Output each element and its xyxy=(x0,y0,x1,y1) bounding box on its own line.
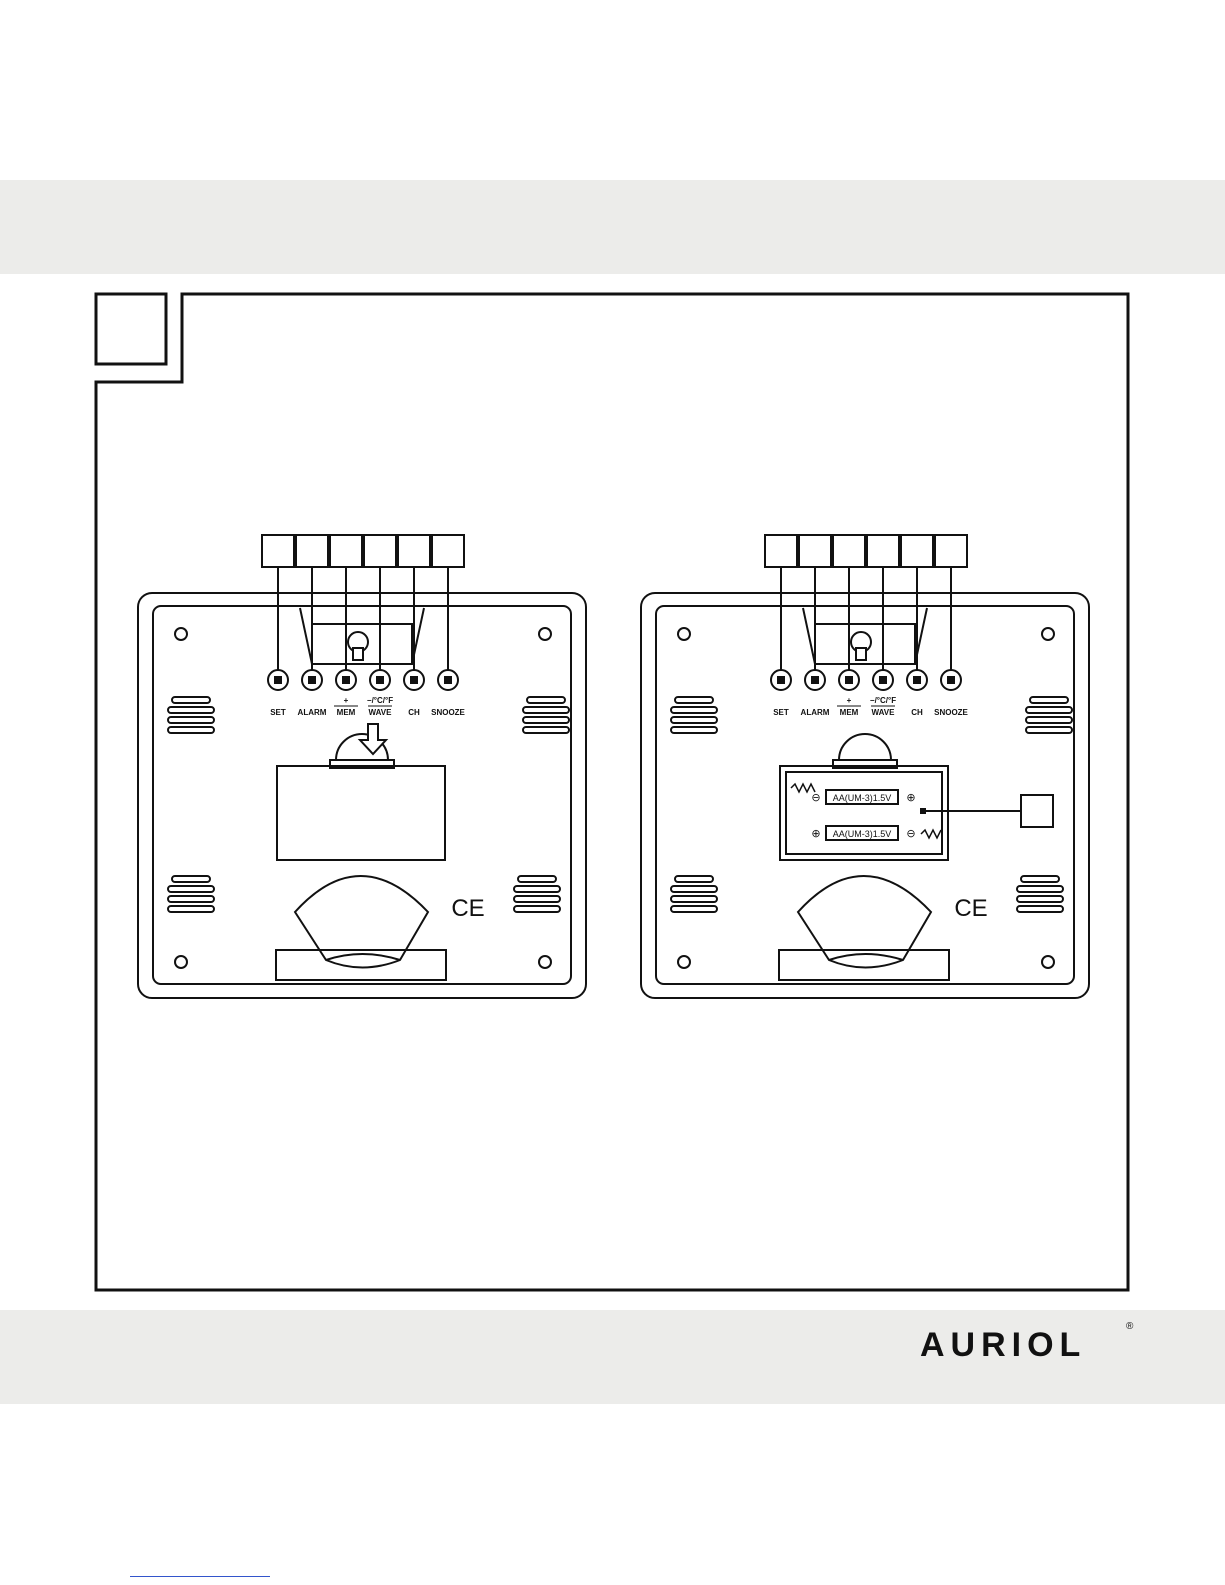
button-label-5: CH xyxy=(911,708,923,717)
callout-box-3 xyxy=(833,535,865,567)
callout-box-2 xyxy=(799,535,831,567)
button-label-1: SET xyxy=(773,708,789,717)
button-label-4: WAVE xyxy=(872,708,896,717)
button-ch-center xyxy=(410,676,418,684)
keyhole-slot xyxy=(353,648,363,660)
callout-box-5 xyxy=(398,535,430,567)
callout-box-4 xyxy=(867,535,899,567)
footer-link-underline xyxy=(130,1576,270,1577)
battery-label-1: AA(UM-3)1.5V xyxy=(833,793,892,803)
callout-box-1 xyxy=(262,535,294,567)
polarity-minus-icon-2: ⊖ xyxy=(906,827,915,840)
button-mem-center xyxy=(845,676,853,684)
callout-dot xyxy=(920,808,926,814)
button-alarm-center xyxy=(308,676,316,684)
button-label-6: SNOOZE xyxy=(934,708,968,717)
callout-box-6 xyxy=(935,535,967,567)
button-label-2: ALARM xyxy=(298,708,327,717)
button-label-3: MEM xyxy=(840,708,859,717)
button-superscript-3: + xyxy=(847,696,852,705)
button-wave-center xyxy=(376,676,384,684)
polarity-plus-icon: ⊕ xyxy=(906,791,915,804)
polarity-minus-icon: ⊖ xyxy=(811,791,820,804)
button-ch-center xyxy=(913,676,921,684)
ce-mark: CE xyxy=(451,895,484,922)
button-snooze-center xyxy=(444,676,452,684)
button-label-3: MEM xyxy=(337,708,356,717)
button-superscript-4: −/°C/°F xyxy=(367,696,393,705)
callout-box-5 xyxy=(901,535,933,567)
auriol-logo: AURIOL ® xyxy=(920,1325,1086,1365)
keyhole-slot xyxy=(856,648,866,660)
button-superscript-3: + xyxy=(344,696,349,705)
callout-box-1 xyxy=(765,535,797,567)
callout-box-4 xyxy=(364,535,396,567)
polarity-plus-icon-2: ⊕ xyxy=(811,827,820,840)
battery-label-2: AA(UM-3)1.5V xyxy=(833,829,892,839)
callout-box-battery xyxy=(1021,795,1053,827)
button-label-4: WAVE xyxy=(369,708,393,717)
button-mem-center xyxy=(342,676,350,684)
button-superscript-4: −/°C/°F xyxy=(870,696,896,705)
button-snooze-center xyxy=(947,676,955,684)
figure-number-box xyxy=(96,294,166,364)
button-label-5: CH xyxy=(408,708,420,717)
button-wave-center xyxy=(879,676,887,684)
button-set-center xyxy=(274,676,282,684)
button-label-2: ALARM xyxy=(801,708,830,717)
button-set-center xyxy=(777,676,785,684)
figure-frame-border xyxy=(96,294,1128,1290)
button-alarm-center xyxy=(811,676,819,684)
callout-box-2 xyxy=(296,535,328,567)
button-label-6: SNOOZE xyxy=(431,708,465,717)
callout-box-3 xyxy=(330,535,362,567)
ce-mark: CE xyxy=(954,895,987,922)
callout-box-6 xyxy=(432,535,464,567)
button-label-1: SET xyxy=(270,708,286,717)
